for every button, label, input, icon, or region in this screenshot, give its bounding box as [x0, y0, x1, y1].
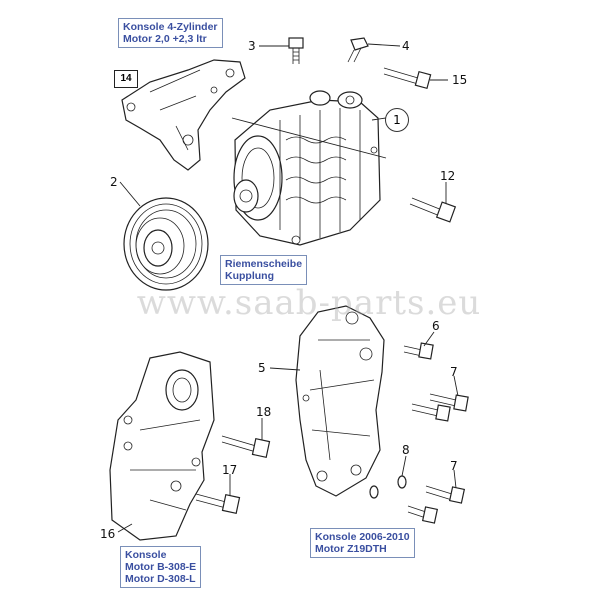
watermark-text: www.saab-parts.eu — [136, 283, 482, 323]
label-line: Riemenscheibe — [225, 258, 303, 270]
callout-6: 6 — [432, 319, 440, 333]
bracket-4cyl — [121, 59, 246, 171]
callout-4: 4 — [402, 39, 410, 53]
label-line: Konsole 2006-2010 — [315, 531, 410, 543]
bolt-17 — [195, 493, 241, 514]
leader-lines — [117, 43, 459, 533]
callout-15: 15 — [452, 73, 468, 87]
bolt-18 — [221, 435, 271, 458]
callout-1: 1 — [385, 108, 409, 132]
bolt-7-lower — [407, 485, 466, 524]
label-line: Kupplung — [225, 270, 274, 282]
label-line: Motor B-308-E — [125, 561, 197, 573]
bolt-6 — [403, 342, 434, 360]
callout-7-upper: 7 — [450, 365, 458, 379]
label-line: Motor Z19DTH — [315, 543, 387, 555]
bolt-12 — [409, 197, 457, 223]
pulley-clutch — [123, 197, 209, 291]
bolt-15 — [383, 67, 432, 90]
label-line: Motor 2,0 +2,3 ltr — [123, 33, 207, 45]
belt-line — [231, 117, 387, 159]
bolt-4 — [347, 37, 369, 63]
bolt-3 — [288, 37, 304, 64]
label-console-4cyl: Konsole 4-Zylinder Motor 2,0 +2,3 ltr — [118, 18, 223, 48]
label-console-b308: Konsole Motor B-308-E Motor D-308-L — [120, 546, 202, 588]
label-line: Konsole 4-Zylinder — [123, 21, 218, 33]
label-pulley-clutch: Riemenscheibe Kupplung — [220, 255, 308, 285]
callout-17: 17 — [222, 463, 238, 477]
label-console-2006: Konsole 2006-2010 Motor Z19DTH — [310, 528, 415, 558]
bolt-7-upper — [411, 393, 469, 422]
callout-18: 18 — [256, 405, 272, 419]
bracket-b308 — [109, 351, 215, 541]
label-line: Motor D-308-L — [125, 573, 196, 585]
callout-16: 16 — [100, 527, 116, 541]
washer-8 — [369, 475, 407, 499]
reference-box-14: 14 — [114, 70, 138, 88]
callout-5: 5 — [258, 361, 266, 375]
callout-3: 3 — [248, 39, 256, 53]
label-line: Konsole — [125, 549, 167, 561]
callout-8: 8 — [402, 443, 410, 457]
bracket-z19dth — [295, 305, 385, 497]
ac-compressor — [233, 90, 381, 246]
callout-12: 12 — [440, 169, 456, 183]
callout-7-lower: 7 — [450, 459, 458, 473]
callout-2: 2 — [110, 175, 118, 189]
